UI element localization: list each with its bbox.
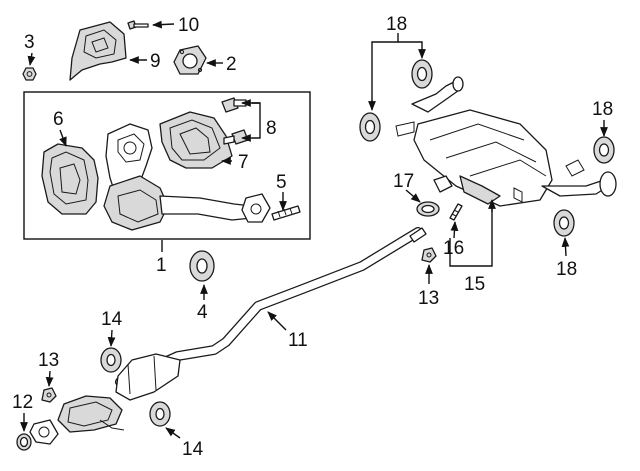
part-14-hanger-upper[interactable] xyxy=(100,347,122,373)
leader-lines xyxy=(20,20,608,439)
part-7-heat-shield[interactable] xyxy=(159,111,233,169)
part-11-front-pipe[interactable] xyxy=(29,227,427,445)
part-12-gasket[interactable] xyxy=(16,433,32,451)
callout-16: 16 xyxy=(443,238,464,259)
callout-13-rear: 13 xyxy=(418,288,439,309)
callout-11: 11 xyxy=(288,330,308,351)
callout-7: 7 xyxy=(238,152,249,173)
callout-5: 5 xyxy=(276,172,287,193)
callout-18-top: 18 xyxy=(386,14,407,35)
callout-labels: 3 9 10 2 6 8 7 5 1 4 11 14 13 12 14 17 1… xyxy=(12,14,613,460)
callout-14-lower: 14 xyxy=(182,439,204,460)
part-8-sensors[interactable] xyxy=(221,97,249,145)
part-15-muffler[interactable] xyxy=(395,76,617,207)
part-6-heat-shield[interactable] xyxy=(41,143,99,215)
part-4-hanger[interactable] xyxy=(189,250,215,282)
part-14-hanger-lower[interactable] xyxy=(149,401,171,427)
part-13-nut-front[interactable] xyxy=(41,387,57,403)
callout-15: 15 xyxy=(464,274,485,295)
part-2-gasket[interactable] xyxy=(173,45,207,75)
part-5-stud[interactable] xyxy=(271,205,301,221)
part-9-heat-shield[interactable] xyxy=(69,21,127,81)
part-10-bolt[interactable] xyxy=(127,20,149,30)
callout-3: 3 xyxy=(24,32,35,53)
callout-18-right: 18 xyxy=(592,99,613,120)
part-18-hanger-3[interactable] xyxy=(593,136,615,164)
part-1-manifold-converter[interactable] xyxy=(103,123,271,231)
part-18-hanger-4[interactable] xyxy=(553,209,575,237)
callout-12: 12 xyxy=(12,392,33,413)
part-17-gasket[interactable] xyxy=(416,201,440,217)
part-18-hanger-1[interactable] xyxy=(359,112,381,142)
callout-13-front: 13 xyxy=(38,350,59,371)
callout-2: 2 xyxy=(226,54,237,75)
callout-9: 9 xyxy=(150,51,161,72)
callout-6: 6 xyxy=(53,109,64,130)
part-16-bolt[interactable] xyxy=(449,203,463,221)
part-3-nut[interactable] xyxy=(22,67,37,81)
callout-4: 4 xyxy=(197,302,208,323)
part-18-hanger-2[interactable] xyxy=(411,59,433,89)
callout-14-upper: 14 xyxy=(101,309,123,330)
callout-8: 8 xyxy=(266,118,277,139)
callout-18-bottom: 18 xyxy=(556,259,577,280)
callout-1: 1 xyxy=(156,255,167,276)
assembly-1-box xyxy=(23,91,311,240)
part-13-nut-rear[interactable] xyxy=(421,247,437,263)
callout-10: 10 xyxy=(178,15,199,36)
callout-17: 17 xyxy=(393,171,414,192)
